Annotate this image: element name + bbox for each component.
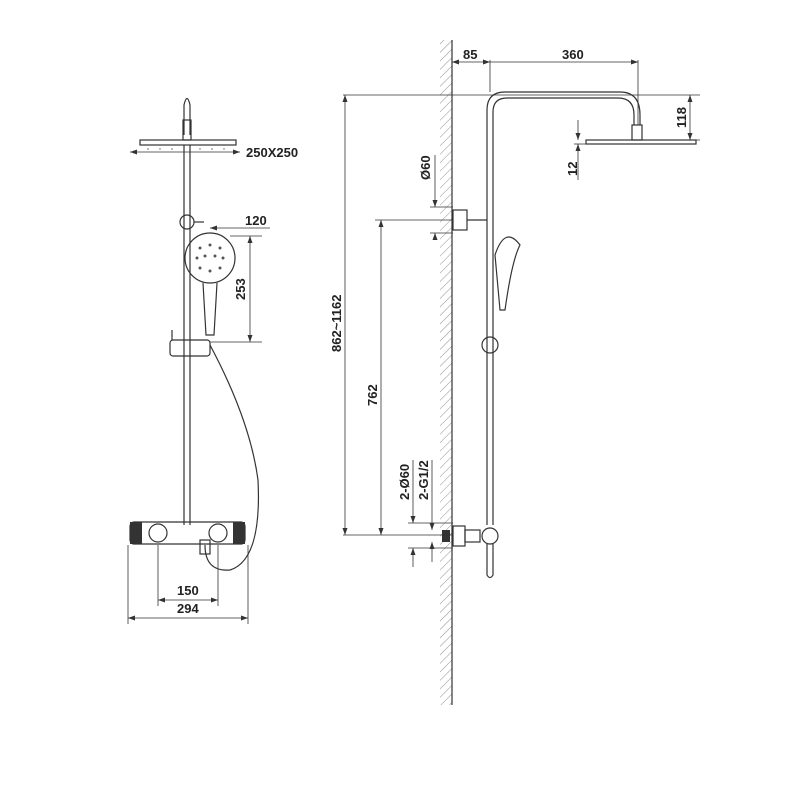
- front-view: 250X250 120 253 150 294: [127, 97, 298, 624]
- dim-mixer-width: 294: [177, 601, 199, 616]
- dim-arm-length: 360: [562, 47, 584, 62]
- head-connector-side: [631, 124, 643, 141]
- hose-connector: [481, 527, 499, 545]
- wall-flange: [452, 525, 466, 547]
- inlet-thread: [442, 530, 450, 542]
- dim-arm-drop: 118: [674, 107, 689, 128]
- diverter: [199, 539, 211, 555]
- mixer-cap-left: [130, 522, 142, 544]
- dim-inlet-thread: 2-G1/2: [416, 460, 431, 500]
- hand-shower-head: [184, 232, 236, 284]
- mixer-body: [129, 521, 246, 545]
- dim-total-height: 862~1162: [329, 295, 344, 352]
- dim-head-thickness: 12: [565, 162, 580, 176]
- wall-bracket: [179, 214, 195, 230]
- slider-side: [481, 336, 499, 354]
- hose: [204, 344, 260, 571]
- dim-hand-shower-height: 253: [233, 278, 248, 300]
- dim-inlet-spacing: 150: [177, 583, 199, 598]
- inlet-left: [148, 523, 168, 543]
- mixer-cap-right: [233, 522, 245, 544]
- shower-arm-outer: [486, 91, 641, 525]
- rain-head: [139, 139, 237, 146]
- inlet-right: [208, 523, 228, 543]
- dim-bracket-height: 762: [365, 384, 380, 406]
- top-pipe-cap: [183, 97, 191, 135]
- elbow: [464, 529, 481, 543]
- dim-inlet-diameter: 2-Ø60: [397, 464, 412, 500]
- dim-bracket-diameter: Ø60: [418, 155, 433, 180]
- rain-head-side: [585, 139, 697, 145]
- hand-shower-side: [494, 236, 521, 311]
- wall-bracket-side: [452, 209, 468, 231]
- slider: [169, 339, 211, 357]
- hand-shower-handle: [202, 282, 218, 336]
- dim-hand-shower-offset: 120: [245, 213, 267, 228]
- dim-wall-offset: 85: [463, 47, 477, 62]
- dim-head-size: 250X250: [246, 145, 298, 160]
- riser-bottom: [486, 544, 494, 579]
- side-view: 85 360 118 12 Ø60 862~1162 762 2-Ø60 2-G…: [329, 40, 700, 705]
- wall-hatch: [440, 40, 452, 705]
